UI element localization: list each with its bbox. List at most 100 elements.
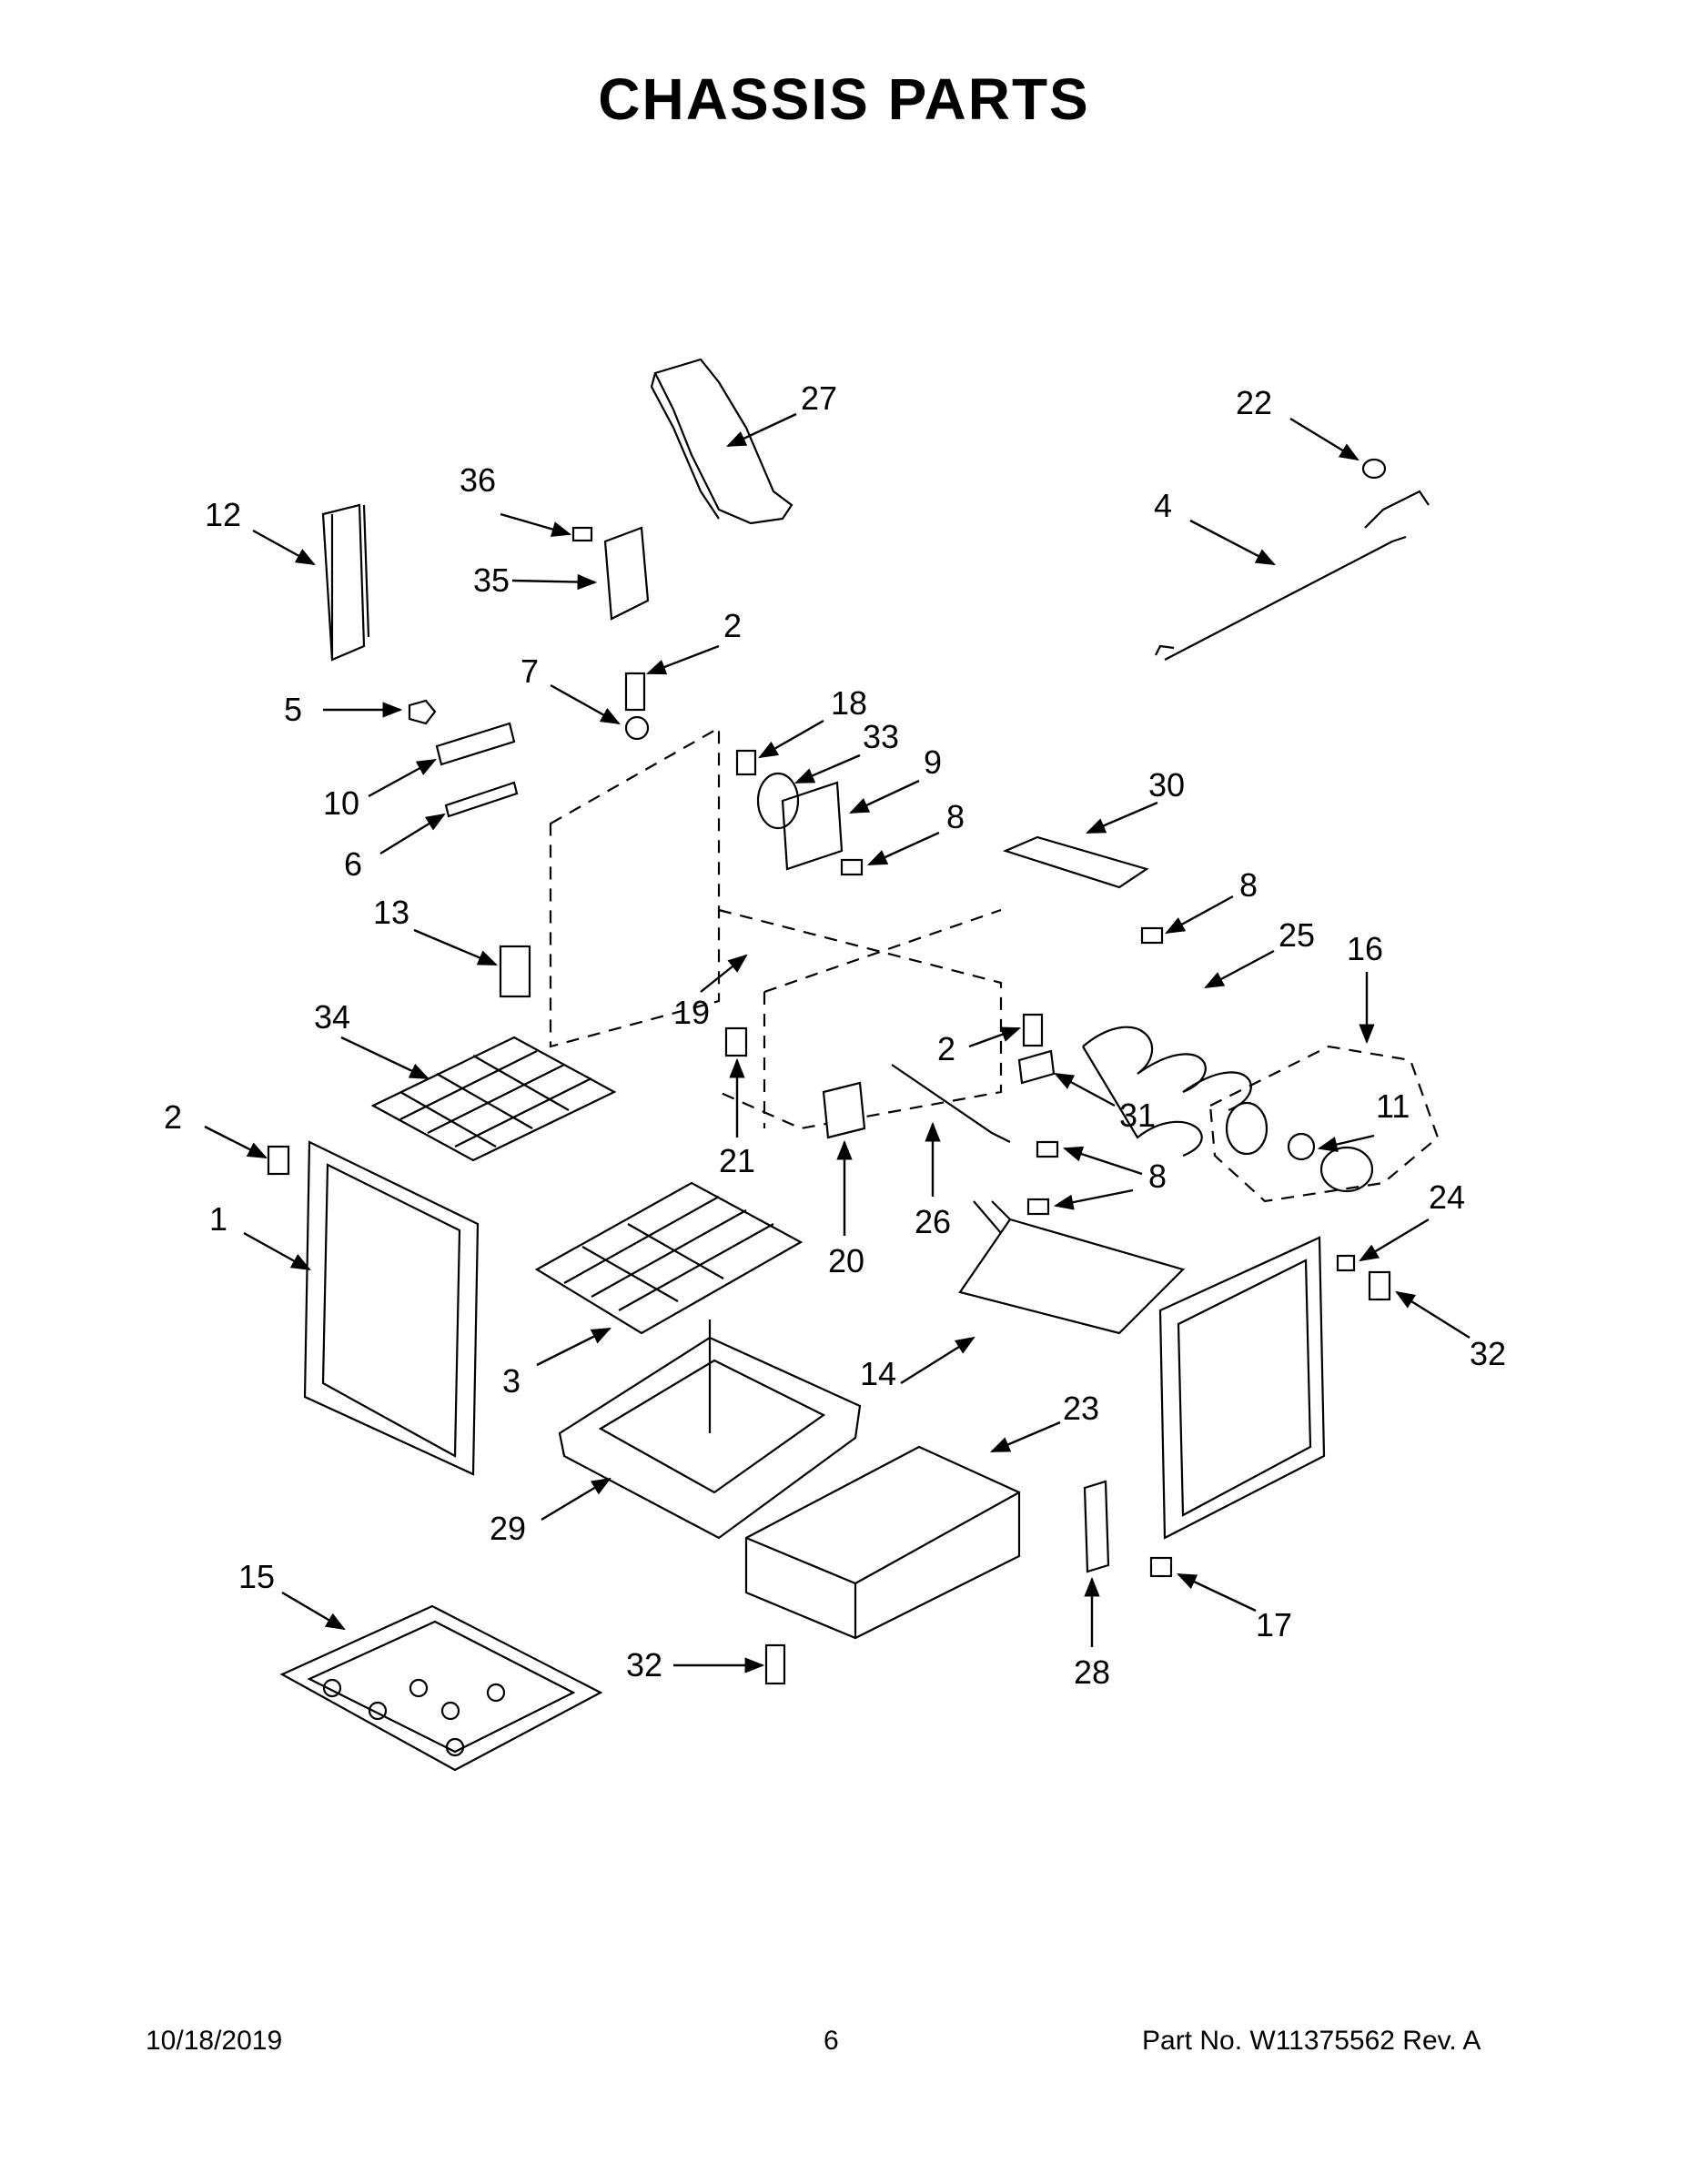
- callout-8-b: 8: [1239, 866, 1258, 904]
- part-3-rack: [534, 1181, 804, 1335]
- callout-3: 3: [502, 1362, 521, 1400]
- leader-36: [500, 512, 572, 537]
- leader-7: [550, 683, 621, 725]
- footer-part-number: Part No. W11375562 Rev. A: [1142, 2026, 1481, 2056]
- leader-17: [1177, 1572, 1257, 1613]
- callout-34: 34: [314, 998, 350, 1036]
- part-36-screw: [571, 526, 593, 542]
- part-17-screw: [1149, 1556, 1173, 1578]
- part-25-bake-element: [1082, 1026, 1252, 1158]
- leader-25: [1204, 949, 1275, 989]
- part-32-screw-right: [1368, 1270, 1391, 1301]
- callout-8-a: 8: [946, 798, 965, 835]
- part-8-screw-a: [840, 858, 864, 876]
- callout-32-bottom: 32: [626, 1646, 662, 1684]
- part-15-hole: [486, 1683, 506, 1703]
- callout-33: 33: [863, 718, 899, 755]
- callout-21: 21: [719, 1142, 755, 1179]
- part-21-foot: [724, 1026, 748, 1057]
- leader-34: [340, 1036, 430, 1080]
- part-26-sensor: [891, 1064, 1011, 1143]
- part-12-panel: [321, 503, 370, 662]
- part-28-hinge: [1083, 1480, 1110, 1573]
- callout-13: 13: [373, 894, 409, 931]
- footer-page-number: 6: [824, 2026, 839, 2056]
- callout-8-c: 8: [1148, 1158, 1167, 1195]
- callout-20: 20: [828, 1242, 864, 1279]
- part-15-bottom-pan: [279, 1604, 603, 1772]
- callout-9: 9: [924, 743, 942, 781]
- part-8-screw-c: [1036, 1140, 1059, 1158]
- leader-1: [243, 1231, 311, 1271]
- callout-11: 11: [1376, 1087, 1410, 1125]
- leader-14: [900, 1336, 975, 1385]
- part-5-nut: [408, 699, 437, 725]
- callout-22: 22: [1236, 384, 1272, 421]
- part-11-lens: [1319, 1146, 1374, 1193]
- callout-12: 12: [205, 496, 241, 533]
- callout-6: 6: [344, 845, 362, 883]
- callout-24: 24: [1429, 1178, 1465, 1216]
- leader-18: [758, 719, 824, 759]
- leader-2b: [968, 1026, 1022, 1048]
- part-13-bracket: [499, 945, 531, 998]
- callout-2-left: 2: [164, 1098, 182, 1136]
- callout-29: 29: [490, 1510, 526, 1547]
- callout-10: 10: [323, 784, 359, 822]
- part-35-bracket: [603, 526, 650, 621]
- part-16-light-group: [1208, 1045, 1440, 1203]
- leader-29: [541, 1477, 612, 1522]
- page-title: CHASSIS PARTS: [598, 66, 1090, 132]
- callout-2-top: 2: [723, 607, 742, 644]
- callout-30: 30: [1148, 766, 1185, 804]
- part-2-screw-left: [267, 1145, 290, 1176]
- leader-8a: [867, 831, 940, 866]
- leader-4: [1189, 519, 1276, 566]
- callout-19: 19: [673, 994, 710, 1031]
- part-7-clip: [624, 715, 650, 741]
- callout-1: 1: [209, 1200, 227, 1238]
- part-32-screw-bottom: [764, 1643, 786, 1685]
- callout-26: 26: [915, 1203, 951, 1240]
- callout-15: 15: [238, 1558, 275, 1595]
- part-15-hole: [409, 1678, 429, 1698]
- part-30-element-bar: [1002, 835, 1149, 889]
- part-8-screw-b: [1140, 926, 1164, 945]
- leader-35: [511, 573, 598, 591]
- part-4-power-cord: [1155, 490, 1430, 661]
- callout-18: 18: [831, 684, 867, 722]
- callout-23: 23: [1063, 1390, 1099, 1427]
- callout-16: 16: [1347, 930, 1383, 967]
- callout-14: 14: [860, 1355, 896, 1392]
- leader-32a: [1395, 1290, 1471, 1340]
- part-20-valve: [822, 1081, 866, 1139]
- callout-32-right: 32: [1470, 1335, 1506, 1372]
- leader-23: [990, 1421, 1061, 1453]
- callout-31: 31: [1119, 1097, 1156, 1134]
- callout-2-right: 2: [937, 1030, 955, 1067]
- part-10-terminal-block: [435, 722, 516, 766]
- part-33-fan: [756, 772, 800, 830]
- callout-17: 17: [1256, 1606, 1292, 1643]
- part-15-hole: [322, 1678, 342, 1698]
- leader-31: [1054, 1072, 1116, 1107]
- part-9-fan-bracket: [781, 781, 844, 871]
- part-34-rack: [370, 1036, 617, 1162]
- leader-22: [1289, 417, 1359, 461]
- leader-8c: [1062, 1146, 1143, 1176]
- part-24-bushing: [1336, 1254, 1356, 1272]
- part-8-screw-d: [1026, 1198, 1050, 1216]
- leader-8d: [1053, 1188, 1134, 1210]
- part-15-hole: [445, 1737, 465, 1757]
- part-2-screw-top: [624, 672, 646, 712]
- leader-11: [1317, 1134, 1375, 1152]
- callout-7: 7: [521, 652, 539, 690]
- callout-27: 27: [801, 379, 837, 417]
- leader-3: [536, 1327, 612, 1367]
- leader-19: [700, 954, 748, 993]
- leader-24: [1359, 1218, 1430, 1262]
- callout-28: 28: [1074, 1653, 1110, 1691]
- part-14-broil-element: [958, 1200, 1186, 1335]
- leader-15: [281, 1591, 346, 1631]
